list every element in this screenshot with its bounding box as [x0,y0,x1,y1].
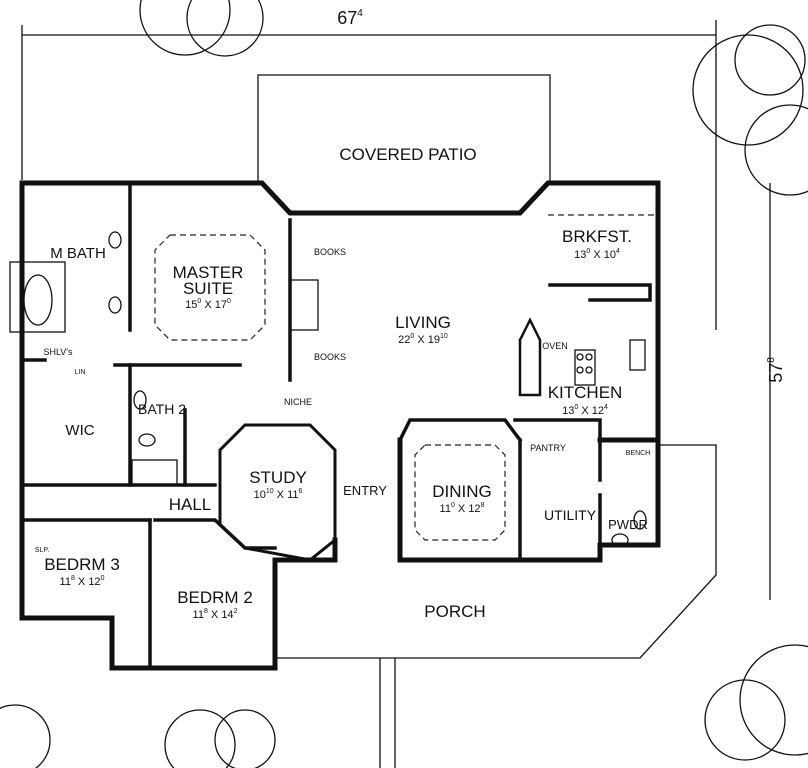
hall-label: HALL [169,495,212,514]
brkfst-size: 130 X 104 [574,248,620,261]
living-label: LIVING [395,313,451,332]
entry-label: ENTRY [343,483,387,498]
wic-label: WIC [65,422,94,439]
dimension-lines [21,20,771,600]
bedrm3-size: 118 X 120 [60,575,105,588]
bedrm3-label: BEDRM 3 [44,555,120,574]
oven-label: OVEN [542,341,568,351]
master-suite-size: 150 X 170 [185,298,231,311]
master-suite-label: MASTER [173,263,244,282]
lin-label: LIN [75,369,86,376]
study-size: 1010 X 116 [254,488,303,501]
bedrm2-label: BEDRM 2 [177,588,253,607]
brkfst-label: BRKFST. [562,227,632,246]
covered-patio-outline [257,74,551,183]
books-label-top: BOOKS [314,247,346,257]
living-size: 220 X 1910 [398,333,448,346]
dining-label: DINING [432,482,492,501]
porch-label: PORCH [424,602,485,621]
room-labels: COVERED PATIO BRKFST. 130 X 104 MASTER S… [44,145,648,621]
ceiling-outlines [154,214,655,541]
m-bath-label: M BATH [50,245,106,262]
pantry-label: PANTRY [530,443,566,453]
kitchen-size: 130 X 124 [562,404,608,417]
bedrm2-size: 118 X 142 [193,608,238,621]
kitchen-label: KITCHEN [548,383,623,402]
shlvs-label: SHLV's [43,347,73,357]
utility-label: UTILITY [544,507,597,523]
master-suite-label-2: SUITE [183,279,233,298]
covered-patio-label: COVERED PATIO [339,145,476,164]
bath2-label: BATH 2 [138,401,186,417]
fixture-labels: BOOKS BOOKS NICHE OVEN PANTRY BENCH SHLV… [35,247,650,554]
dining-size: 110 X 128 [440,502,485,515]
width-dimension: 674 [337,8,363,28]
depth-dimension: 578 [766,357,786,383]
fixtures [9,231,647,547]
pwdr-label: PWDR [608,517,648,532]
slp-label: SLP. [35,547,49,554]
books-label-bottom: BOOKS [314,352,346,362]
porch-outline [275,444,717,768]
niche-label: NICHE [284,397,312,407]
tub [23,274,53,326]
bench-label: BENCH [626,450,651,457]
study-label: STUDY [249,468,307,487]
